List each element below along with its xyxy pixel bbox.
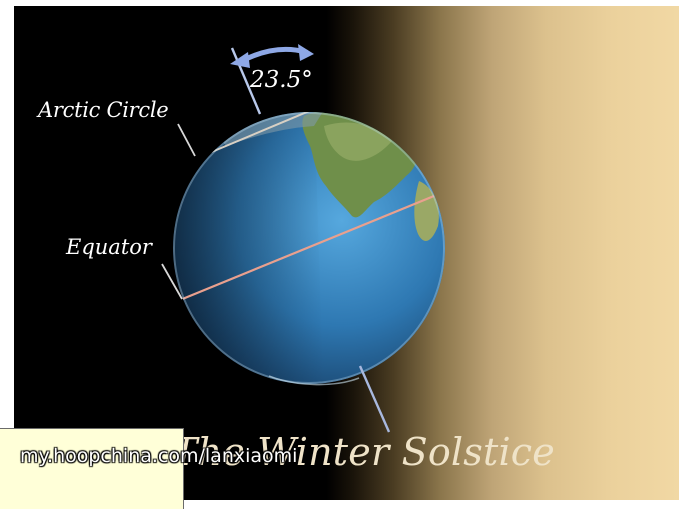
watermark-text: my.hoopchina.com/lanxiaomi: [20, 445, 298, 467]
arctic-circle-pointer: [177, 123, 196, 157]
earth-scene: [161, 44, 445, 433]
diagram-title: The Winter Solstice: [172, 430, 555, 474]
watermark-background: [0, 428, 184, 509]
equator-pointer: [161, 263, 183, 300]
tilt-angle-arrow: [230, 44, 314, 68]
arctic-circle-label: Arctic Circle: [38, 98, 169, 122]
axis-line-bottom: [358, 365, 391, 433]
night-shade: [173, 112, 324, 384]
diagram-canvas: Arctic Circle Equator 23.5° The Winter S…: [14, 6, 679, 500]
tilt-angle-label: 23.5°: [250, 67, 313, 93]
equator-label: Equator: [66, 235, 152, 259]
greenland-ice: [369, 112, 412, 126]
arctic-circle-line: [201, 112, 327, 157]
equator-line: [179, 194, 435, 302]
axis-line-top: [230, 47, 262, 115]
land-highlight: [324, 122, 392, 161]
earth-globe: [173, 112, 445, 386]
south-america-landmass: [414, 181, 439, 241]
